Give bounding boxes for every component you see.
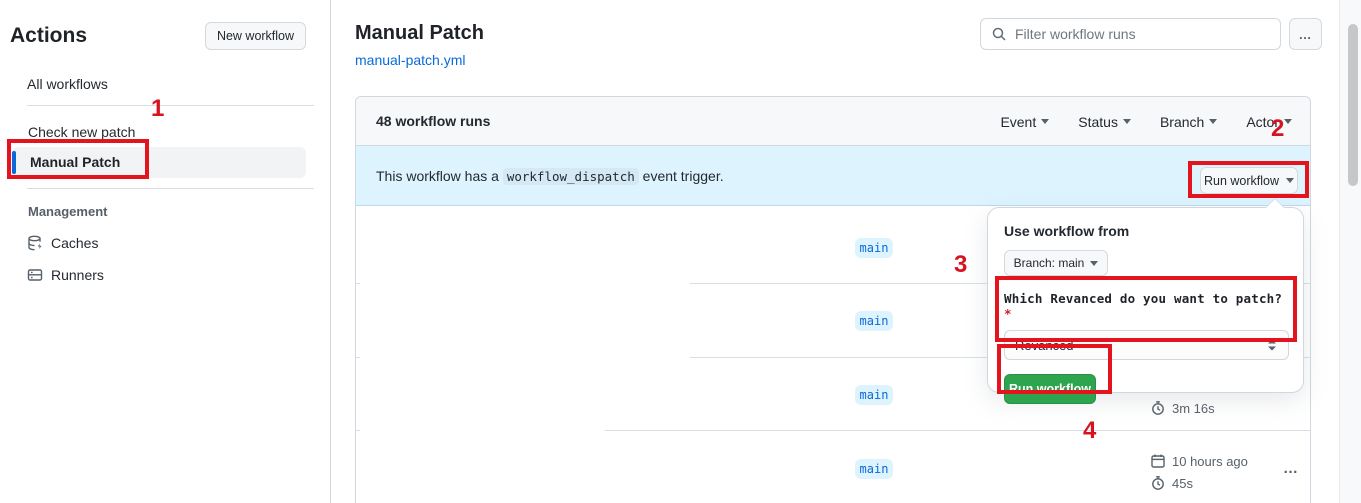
sidebar-divider xyxy=(27,188,314,189)
chevron-down-icon xyxy=(1090,260,1099,266)
run-duration: 3m 16s xyxy=(1150,400,1215,416)
calendar-icon xyxy=(1151,454,1165,468)
kebab-icon: … xyxy=(1298,26,1313,42)
run-workflow-dropdown-button[interactable]: Run workflow xyxy=(1200,167,1298,194)
use-workflow-from-label: Use workflow from xyxy=(1004,223,1130,239)
filter-runs-input[interactable]: Filter workflow runs xyxy=(980,18,1281,50)
search-placeholder: Filter workflow runs xyxy=(1015,26,1136,42)
sidebar-main-divider xyxy=(330,0,331,503)
sidebar-item-caches-label: Caches xyxy=(51,235,99,251)
workflow-options-kebab-button[interactable]: … xyxy=(1289,18,1322,50)
sidebar-item-all-workflows[interactable]: All workflows xyxy=(27,76,108,92)
sidebar-item-runners-label: Runners xyxy=(51,267,104,283)
stopwatch-icon xyxy=(1152,476,1164,490)
run-time: 10 hours ago xyxy=(1150,453,1248,469)
popover-caret xyxy=(1266,199,1284,208)
required-asterisk: * xyxy=(1004,306,1012,321)
runs-filters: Event Status Branch Actor xyxy=(1000,97,1292,146)
run-duration: 45s xyxy=(1150,475,1193,491)
select-updown-icon xyxy=(1268,339,1276,351)
run-workflow-popover: Use workflow from Branch: main Which Rev… xyxy=(987,207,1304,404)
new-workflow-button[interactable]: New workflow xyxy=(205,22,306,50)
search-icon xyxy=(992,27,1006,41)
sidebar-item-manual-patch-label: Manual Patch xyxy=(30,154,121,170)
stopwatch-icon xyxy=(1152,401,1164,415)
filter-branch[interactable]: Branch xyxy=(1160,114,1218,130)
chevron-down-icon xyxy=(1041,119,1050,124)
revanced-select[interactable]: Revanced xyxy=(1004,330,1289,360)
sidebar-item-check-new-patch[interactable]: Check new patch xyxy=(28,124,136,140)
chevron-down-icon xyxy=(1209,119,1218,124)
row-divider-stub xyxy=(356,430,360,431)
workflow-dispatch-code: workflow_dispatch xyxy=(502,167,639,185)
run-workflow-submit-button[interactable]: Run workflow xyxy=(1004,374,1096,404)
sidebar-title: Actions xyxy=(10,24,88,47)
branch-badge[interactable]: main xyxy=(855,238,893,258)
row-divider-stub xyxy=(356,357,360,358)
branch-badge[interactable]: main xyxy=(855,385,893,405)
chevron-down-icon xyxy=(1286,178,1295,183)
sidebar-item-caches[interactable]: Caches xyxy=(27,235,98,251)
workflow-file-link[interactable]: manual-patch.yml xyxy=(355,52,466,68)
cache-icon xyxy=(28,235,42,251)
sidebar-divider xyxy=(27,105,314,106)
sidebar-item-runners[interactable]: Runners xyxy=(27,267,104,283)
scrollbar-thumb[interactable] xyxy=(1348,24,1358,186)
annotation-step-1: 1 xyxy=(151,95,165,122)
sidebar: Actions New workflow All workflows Check… xyxy=(0,0,330,503)
branch-badge[interactable]: main xyxy=(855,459,893,479)
management-section-header: Management xyxy=(28,204,108,219)
filter-status[interactable]: Status xyxy=(1078,114,1131,130)
branch-badge[interactable]: main xyxy=(855,311,893,331)
page-title: Manual Patch xyxy=(355,22,484,44)
workflow-dispatch-banner: This workflow has a workflow_dispatch ev… xyxy=(356,146,1310,206)
runs-count: 48 workflow runs xyxy=(376,113,491,129)
chevron-down-icon xyxy=(1284,119,1292,124)
annotation-step-3: 3 xyxy=(954,251,968,278)
annotation-step-2: 2 xyxy=(1271,115,1285,142)
filter-event[interactable]: Event xyxy=(1000,114,1050,130)
chevron-down-icon xyxy=(1122,119,1131,124)
runners-icon xyxy=(27,269,43,281)
row-divider xyxy=(605,430,1310,431)
workflow-input-label: Which Revanced do you want to patch? * xyxy=(1004,291,1283,321)
workflow-runs-panel: 48 workflow runs Event Status Branch Act… xyxy=(355,96,1311,503)
branch-select-button[interactable]: Branch: main xyxy=(1004,250,1108,276)
filter-actor[interactable]: Actor xyxy=(1246,114,1292,130)
annotation-step-4: 4 xyxy=(1083,417,1097,444)
row-divider-stub xyxy=(356,283,360,284)
run-options-kebab-button[interactable]: … xyxy=(1283,460,1299,477)
sidebar-item-manual-patch[interactable] xyxy=(12,147,306,178)
selected-indicator-bar xyxy=(12,151,16,174)
banner-text: This workflow has a workflow_dispatch ev… xyxy=(376,167,724,185)
runs-list-header: 48 workflow runs Event Status Branch Act… xyxy=(356,97,1310,146)
